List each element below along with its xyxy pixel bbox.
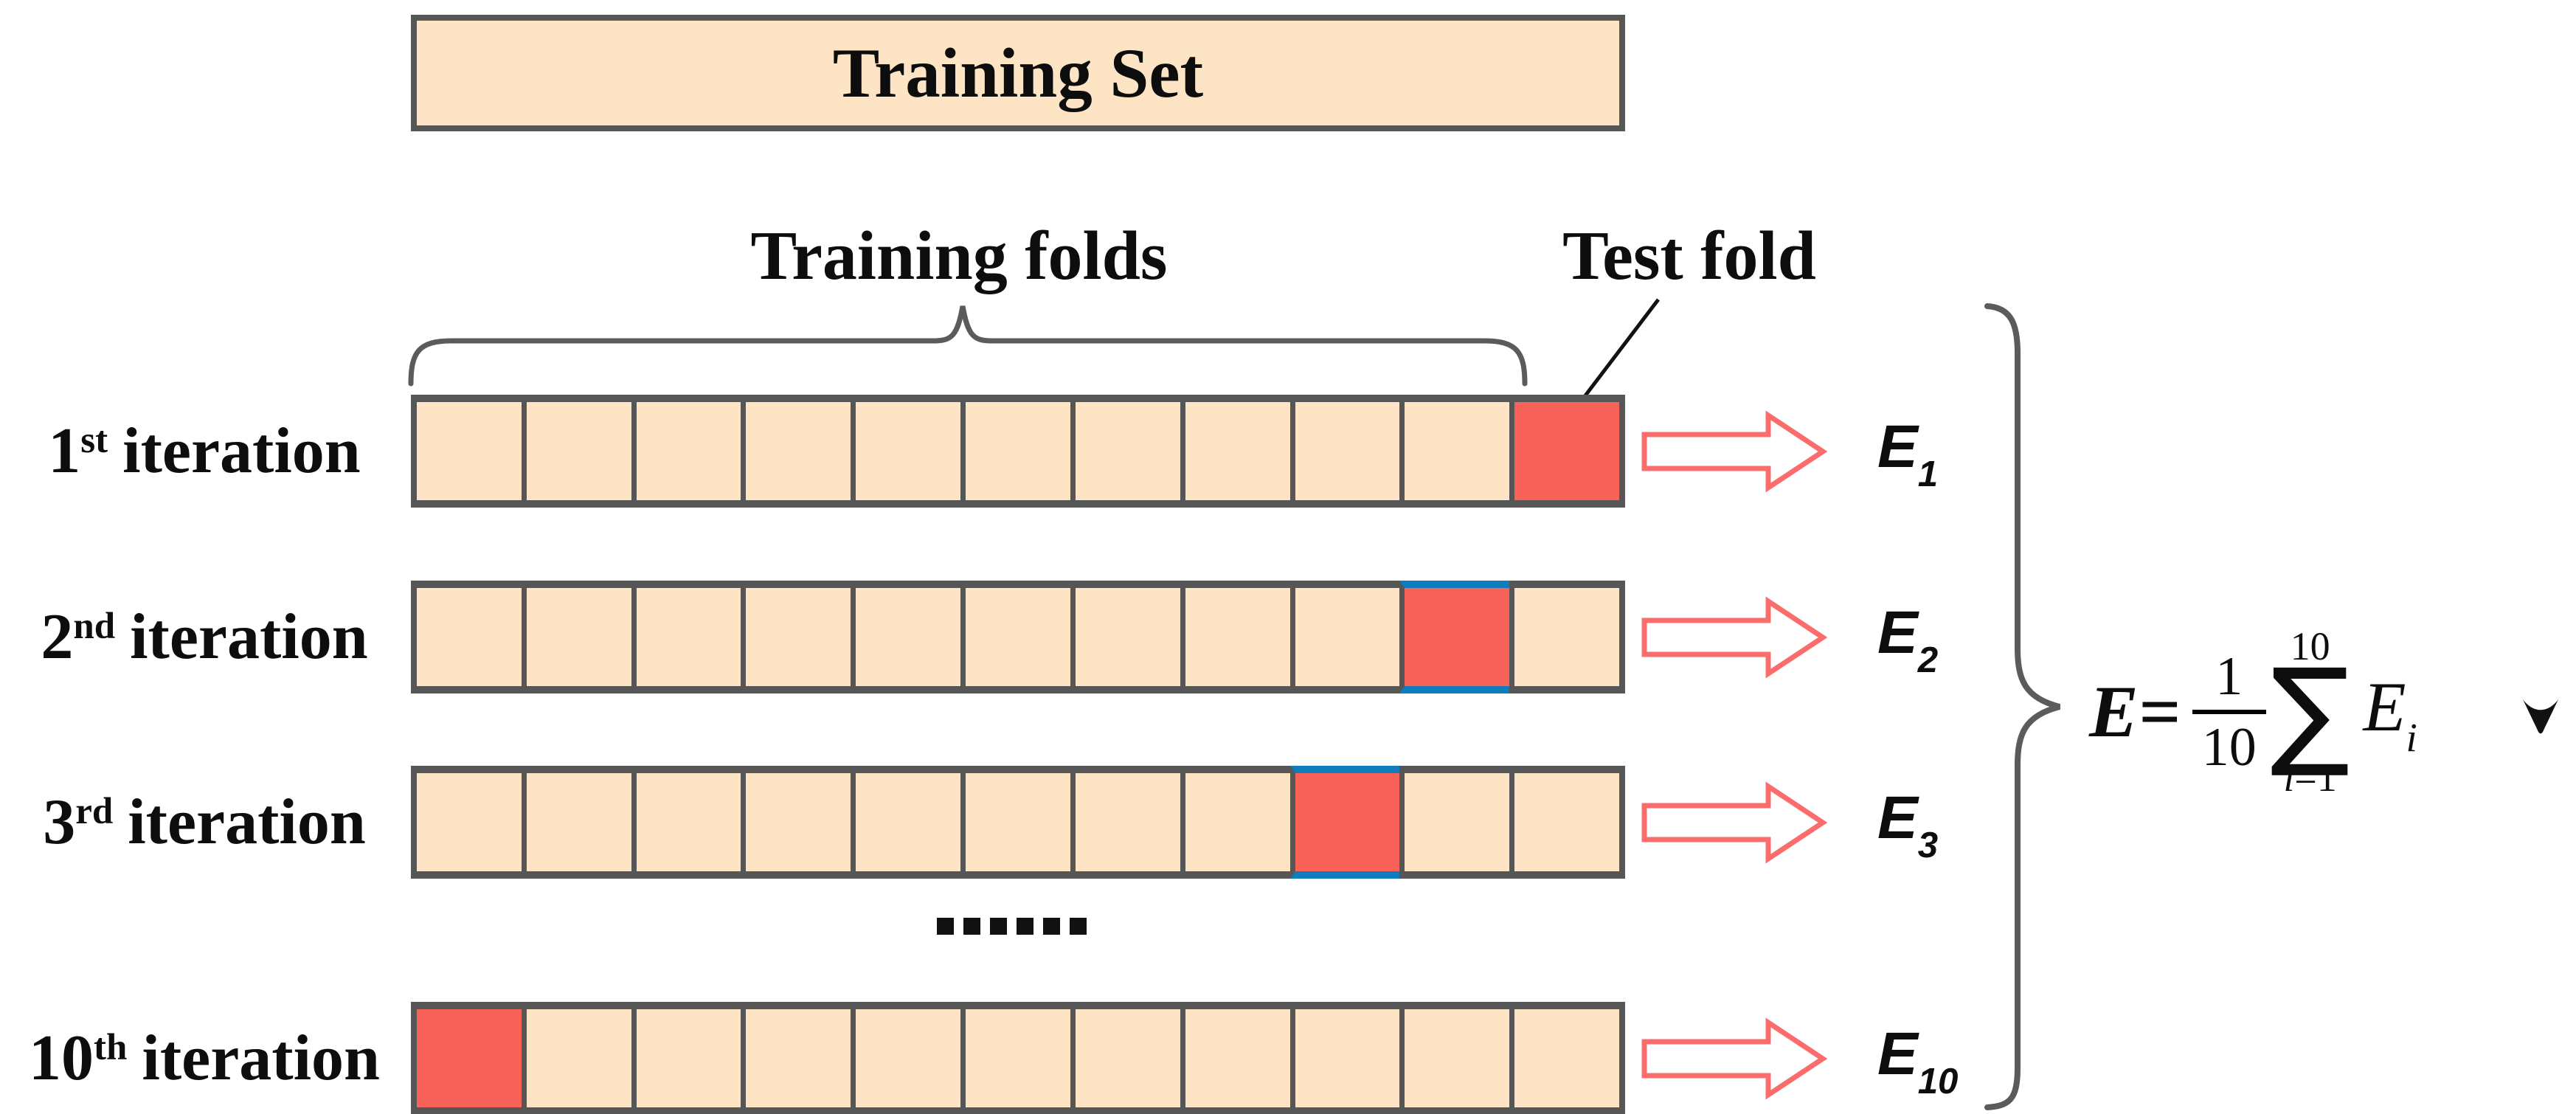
training-fold-cell bbox=[417, 766, 522, 879]
training-fold-cell bbox=[851, 1002, 961, 1114]
formula-summation: 10 ∑ i=1 bbox=[2271, 626, 2350, 798]
fold-row bbox=[411, 766, 1625, 879]
training-fold-cell bbox=[631, 1002, 741, 1114]
sum-lower-limit: i=1 bbox=[2283, 755, 2337, 800]
training-fold-cell bbox=[960, 1002, 1070, 1114]
sum-upper-limit: 10 bbox=[2290, 623, 2330, 668]
error-label: E1 bbox=[1877, 412, 1939, 494]
hollow-right-arrow-icon bbox=[1641, 1017, 1828, 1100]
ellipsis-dots bbox=[937, 918, 1087, 935]
training-fold-cell bbox=[521, 581, 631, 693]
test-fold-cell bbox=[1509, 395, 1619, 508]
ellipsis-dot bbox=[1070, 918, 1087, 935]
training-fold-cell bbox=[1509, 581, 1619, 693]
training-fold-cell bbox=[1070, 395, 1180, 508]
sigma-icon: ∑ bbox=[2270, 642, 2350, 781]
training-fold-cell bbox=[741, 395, 851, 508]
training-fold-cell bbox=[1289, 581, 1400, 693]
error-label: E2 bbox=[1877, 598, 1939, 680]
training-fold-cell bbox=[741, 1002, 851, 1114]
training-fold-cell bbox=[1289, 1002, 1400, 1114]
ellipsis-dot bbox=[937, 918, 954, 935]
training-set-label: Training Set bbox=[832, 34, 1204, 112]
training-fold-cell bbox=[741, 581, 851, 693]
training-fold-cell bbox=[631, 395, 741, 508]
training-fold-cell bbox=[960, 766, 1070, 879]
training-fold-cell bbox=[960, 581, 1070, 693]
training-fold-cell bbox=[741, 766, 851, 879]
test-fold-cell bbox=[417, 1002, 522, 1114]
training-fold-cell bbox=[960, 395, 1070, 508]
test-fold-label: Test fold bbox=[1562, 218, 1816, 294]
formula-fraction: 1 10 bbox=[2192, 649, 2266, 775]
training-fold-cell bbox=[521, 1002, 631, 1114]
formula-term: Ei bbox=[2363, 667, 2417, 761]
test-fold-cell bbox=[1289, 766, 1400, 879]
training-fold-cell bbox=[851, 395, 961, 508]
ellipsis-dot bbox=[1017, 918, 1033, 935]
training-fold-cell bbox=[521, 766, 631, 879]
training-folds-label: Training folds bbox=[750, 218, 1168, 294]
training-fold-cell bbox=[1289, 395, 1400, 508]
training-fold-cell bbox=[1180, 581, 1290, 693]
training-fold-cell bbox=[631, 581, 741, 693]
training-fold-cell bbox=[521, 395, 631, 508]
fold-row bbox=[411, 1002, 1625, 1114]
training-fold-cell bbox=[1509, 1002, 1619, 1114]
training-fold-cell bbox=[1180, 1002, 1290, 1114]
formula-lhs: E= bbox=[2089, 671, 2181, 753]
right-curly-brace-icon bbox=[1984, 303, 2061, 1110]
training-fold-cell bbox=[1509, 766, 1619, 879]
training-fold-cell bbox=[1070, 1002, 1180, 1114]
training-fold-cell bbox=[1180, 766, 1290, 879]
mean-error-formula: E= 1 10 10 ∑ i=1 Ei bbox=[2089, 620, 2417, 804]
hollow-right-arrow-icon bbox=[1641, 409, 1828, 493]
training-fold-cell bbox=[851, 581, 961, 693]
training-fold-cell bbox=[417, 395, 522, 508]
ellipsis-dot bbox=[990, 918, 1007, 935]
test-fold-cell bbox=[1399, 581, 1510, 693]
training-fold-cell bbox=[1399, 766, 1510, 879]
ellipsis-dot bbox=[1043, 918, 1060, 935]
training-set-box: Training Set bbox=[411, 15, 1625, 131]
test-fold-pointer-line-icon bbox=[1577, 298, 1660, 406]
horizontal-curly-brace-icon bbox=[408, 305, 1528, 387]
training-fold-cell bbox=[1399, 395, 1510, 508]
ellipsis-dot bbox=[963, 918, 980, 935]
error-label: E3 bbox=[1877, 783, 1939, 865]
error-label: E10 bbox=[1877, 1020, 1959, 1101]
hollow-right-arrow-icon bbox=[1641, 781, 1828, 864]
hollow-right-arrow-icon bbox=[1641, 595, 1828, 679]
training-fold-cell bbox=[1070, 766, 1180, 879]
down-arrowhead-icon bbox=[2523, 699, 2558, 734]
fold-row bbox=[411, 581, 1625, 693]
training-fold-cell bbox=[1399, 1002, 1510, 1114]
fraction-bar bbox=[2192, 710, 2266, 714]
training-fold-cell bbox=[1180, 395, 1290, 508]
training-fold-cell bbox=[631, 766, 741, 879]
training-fold-cell bbox=[851, 766, 961, 879]
fraction-denominator: 10 bbox=[2201, 717, 2257, 778]
training-fold-cell bbox=[1070, 581, 1180, 693]
fraction-numerator: 1 bbox=[2215, 646, 2243, 707]
training-fold-cell bbox=[417, 581, 522, 693]
fold-row bbox=[411, 395, 1625, 508]
